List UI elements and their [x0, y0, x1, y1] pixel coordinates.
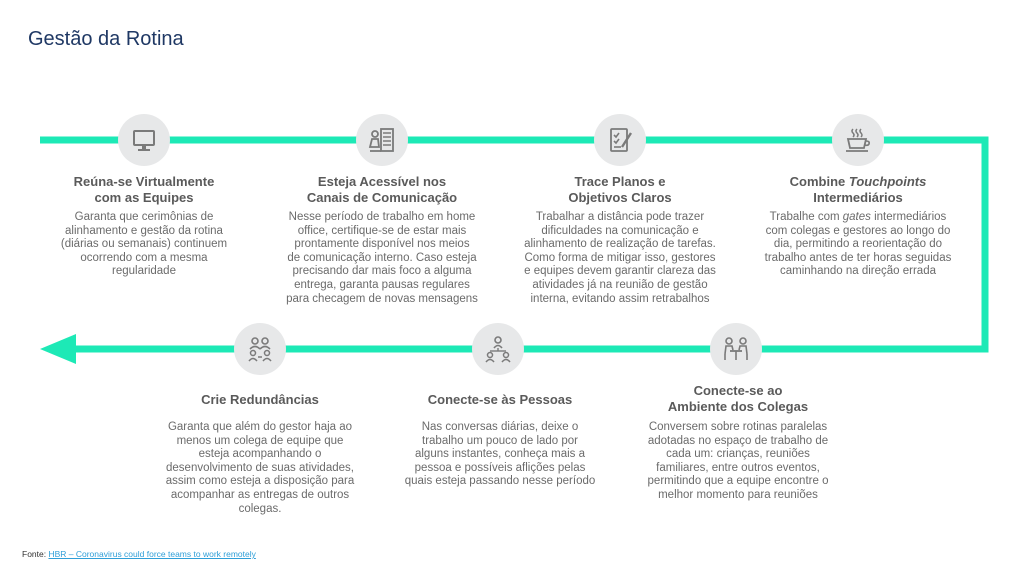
step-7-node — [234, 323, 286, 375]
office-desk-icon — [368, 128, 394, 152]
step-7-title: Crie Redundâncias — [201, 392, 319, 407]
step-2-node — [356, 114, 408, 166]
colleagues-meeting-icon — [724, 337, 748, 360]
monitor-icon — [133, 130, 155, 151]
source-footer: Fonte: HBR – Coronavirus could force tea… — [22, 549, 256, 559]
source-label: Fonte: — [22, 549, 49, 559]
page-title: Gestão da Rotina — [28, 28, 184, 50]
step-6-node — [472, 323, 524, 375]
step-6-title: Conecte-se às Pessoas — [427, 392, 573, 407]
step-3-node — [594, 114, 646, 166]
step-1-node — [118, 114, 170, 166]
checklist-icon — [610, 128, 633, 152]
people-network-icon — [485, 336, 511, 363]
team-redundancy-icon — [248, 337, 272, 362]
source-link[interactable]: HBR – Coronavirus could force teams to w… — [48, 549, 256, 559]
step-4-title: Combine Touchpoints Intermediários — [789, 174, 927, 205]
coffee-cup-icon — [846, 128, 870, 152]
step-4-description: Trabalhe com gates intermediários com co… — [764, 211, 952, 278]
step-4-node — [832, 114, 884, 166]
step-5-node — [710, 323, 762, 375]
